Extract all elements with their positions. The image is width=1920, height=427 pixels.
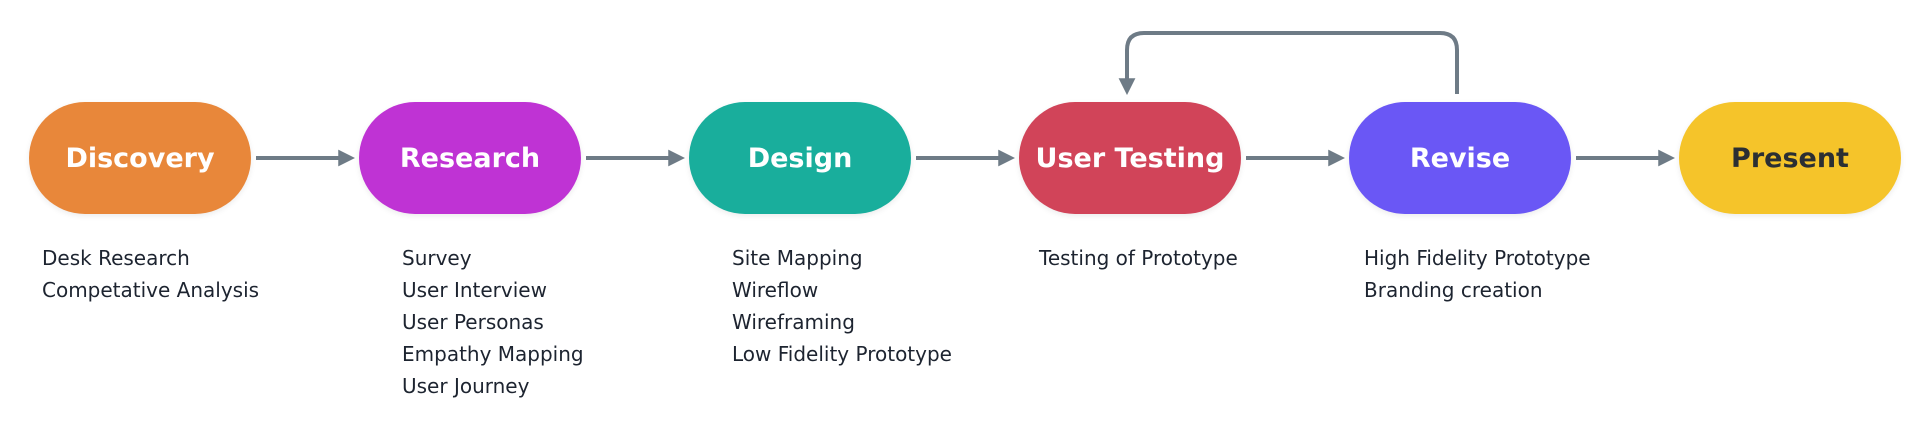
design-task: Low Fidelity Prototype	[732, 342, 952, 366]
user-testing-task-list: Testing of Prototype	[1039, 242, 1238, 274]
research-task: User Interview	[402, 278, 547, 302]
stage-discovery-label: Discovery	[65, 142, 215, 174]
stage-user-testing: User Testing	[1019, 102, 1241, 214]
research-task: User Personas	[402, 310, 544, 334]
discovery-task-list: Desk Research Competative Analysis	[42, 242, 259, 306]
revise-task: High Fidelity Prototype	[1364, 246, 1591, 270]
research-task: Survey	[402, 246, 472, 270]
revise-task-list: High Fidelity Prototype Branding creatio…	[1364, 242, 1591, 306]
research-task: User Journey	[402, 374, 530, 398]
stage-discovery: Discovery	[29, 102, 251, 214]
stage-design: Design	[689, 102, 911, 214]
stage-revise: Revise	[1349, 102, 1571, 214]
discovery-task: Competative Analysis	[42, 278, 260, 302]
loop-arrow-revise-to-user-testing	[1118, 31, 1459, 96]
research-task-list: Survey User Interview User Personas Empa…	[402, 242, 584, 402]
design-task: Site Mapping	[732, 246, 863, 270]
stage-research: Research	[359, 102, 581, 214]
stage-present: Present	[1679, 102, 1901, 214]
stage-design-label: Design	[747, 142, 853, 174]
user-testing-task: Testing of Prototype	[1039, 246, 1238, 270]
stage-revise-label: Revise	[1409, 142, 1511, 174]
design-task: Wireframing	[732, 310, 855, 334]
discovery-task: Desk Research	[42, 246, 190, 270]
research-task: Empathy Mapping	[402, 342, 584, 366]
design-task: Wireflow	[732, 278, 819, 302]
stage-user-testing-label: User Testing	[1035, 142, 1225, 174]
stage-present-label: Present	[1731, 142, 1849, 174]
revise-task: Branding creation	[1364, 278, 1543, 302]
design-task-list: Site Mapping Wireflow Wireframing Low Fi…	[732, 242, 952, 370]
stage-research-label: Research	[399, 142, 541, 174]
